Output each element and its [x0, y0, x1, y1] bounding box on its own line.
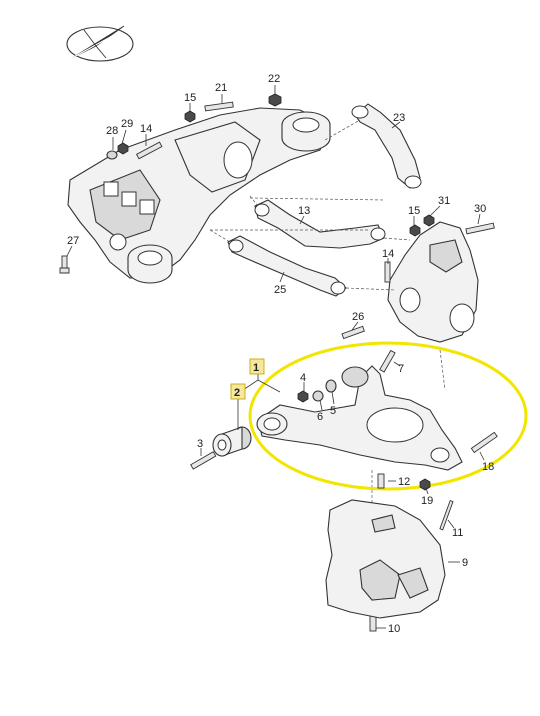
bushing-2: [212, 426, 252, 457]
label-31: 31: [438, 195, 450, 207]
label-26: 26: [352, 311, 364, 323]
label-14a: 14: [140, 123, 152, 135]
label-22: 22: [268, 73, 280, 85]
link-13: [254, 199, 386, 249]
label-13: 13: [298, 205, 310, 217]
upper-link-23: [351, 103, 422, 189]
highlight-ring: [248, 341, 528, 491]
label-28: 28: [106, 125, 118, 137]
label-6: 6: [317, 411, 323, 423]
label-18: 18: [482, 461, 494, 473]
compass-arrow-icon: [66, 25, 134, 62]
wheel-carrier: [387, 221, 479, 343]
label-10: 10: [388, 623, 400, 635]
label-30: 30: [474, 203, 486, 215]
label-3: 3: [197, 438, 203, 450]
fasteners-lower: [190, 349, 498, 632]
label-21: 21: [215, 82, 227, 94]
label-12: 12: [398, 476, 410, 488]
label-1: 1: [253, 362, 259, 374]
label-14b: 14: [382, 248, 394, 260]
label-27: 27: [67, 235, 79, 247]
label-29: 29: [121, 118, 133, 130]
label-9: 9: [462, 557, 468, 569]
label-23: 23: [393, 112, 405, 124]
spring-plate-9: [325, 499, 446, 619]
label-2: 2: [234, 387, 240, 399]
leader-lines: [66, 85, 485, 629]
label-25: 25: [274, 284, 286, 296]
label-2-box: [230, 383, 246, 400]
label-5: 5: [330, 405, 336, 417]
label-19: 19: [421, 495, 433, 507]
lower-control-arm[interactable]: [256, 365, 463, 471]
label-15a: 15: [184, 92, 196, 104]
fasteners-upper: [59, 93, 495, 340]
label-4: 4: [300, 372, 306, 384]
subframe: [67, 107, 331, 284]
label-11: 11: [452, 527, 463, 539]
link-25: [227, 235, 347, 297]
label-1-box: [249, 358, 265, 375]
label-7: 7: [398, 363, 404, 375]
label-15b: 15: [408, 205, 420, 217]
assembly-guide-lines: [209, 119, 446, 505]
